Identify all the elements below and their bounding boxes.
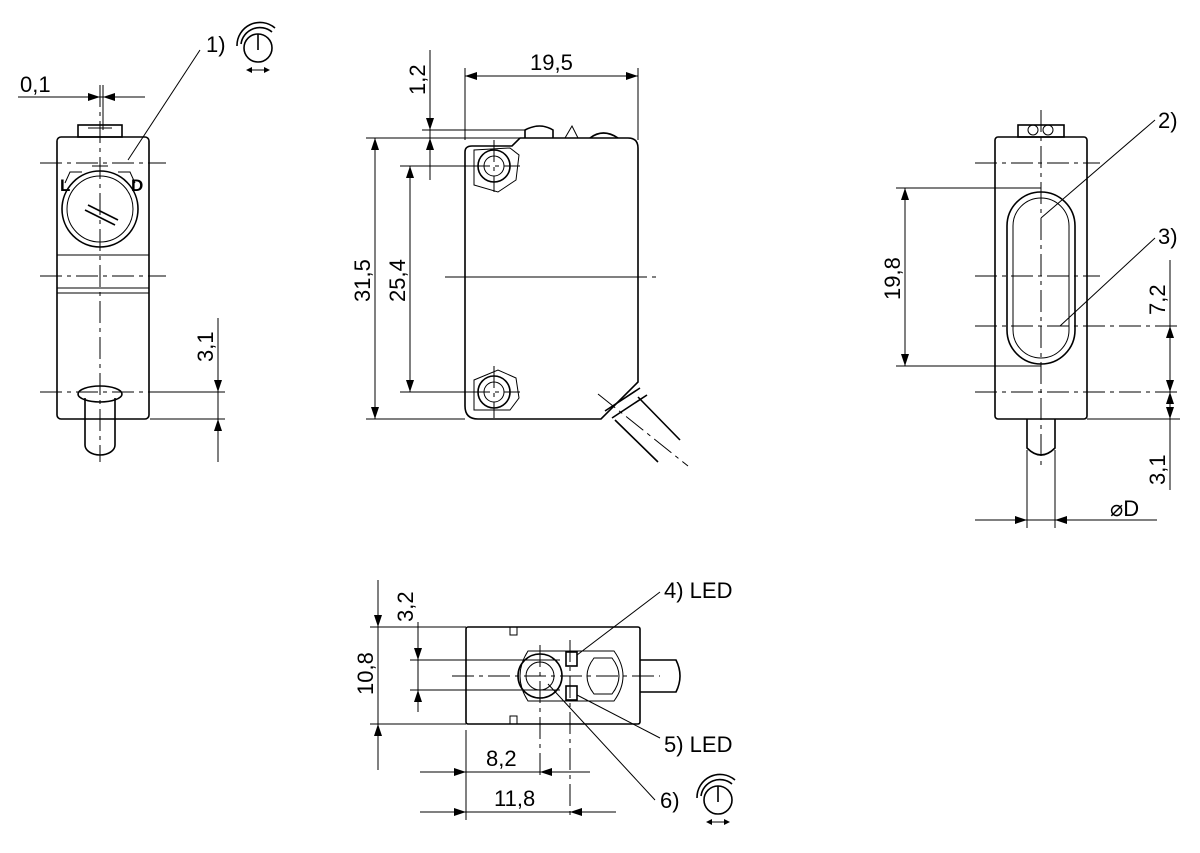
- cable-diameter-dimension: ⌀D: [1110, 496, 1139, 521]
- front-potentiometer: L D: [60, 165, 143, 248]
- front-view: L D 0,1 3,1 1): [18, 21, 276, 462]
- side-hole-spacing-dimension: 25,4: [385, 259, 410, 302]
- potentiometer-icon: [236, 21, 276, 74]
- led-4: [565, 651, 578, 667]
- cable-offset-dimension: 3,1: [1145, 454, 1170, 485]
- led-5: [565, 685, 578, 701]
- callout-3: 3): [1158, 224, 1178, 249]
- top-offset-dimension: 3,2: [393, 591, 418, 622]
- callout-6: 6): [660, 788, 680, 813]
- side-top-offset-dimension: 1,2: [405, 64, 430, 95]
- switch-letter-left: L: [60, 176, 70, 195]
- side-height-dimension: 31,5: [350, 259, 375, 302]
- top-view: 10,8 3,2 8,2 11,8 4) LED 5) LED 6): [353, 578, 736, 826]
- front-offset-dimension: 3,1: [193, 331, 218, 362]
- top-position-1-dimension: 8,2: [486, 746, 517, 771]
- side-housing-outline: [464, 137, 639, 420]
- callout-5: 5) LED: [664, 732, 732, 757]
- lens-offset-dimension: 7,2: [1145, 284, 1170, 315]
- potentiometer-icon: [696, 773, 736, 826]
- lens-height-dimension: 19,8: [880, 257, 905, 300]
- front-gap-dimension: 0,1: [20, 72, 51, 97]
- switch-letter-right: D: [131, 176, 143, 195]
- top-position-2-dimension: 11,8: [494, 786, 535, 811]
- side-view: 19,5 1,2 31,5 25,4: [350, 50, 689, 467]
- callout-1: 1): [206, 32, 226, 57]
- callout-2: 2): [1158, 108, 1178, 133]
- top-depth-dimension: 10,8: [353, 652, 378, 695]
- callout-4: 4) LED: [664, 578, 732, 603]
- side-width-dimension: 19,5: [530, 50, 573, 75]
- lens-view: 19,8 7,2 3,1 ⌀D 2) 3): [880, 108, 1180, 528]
